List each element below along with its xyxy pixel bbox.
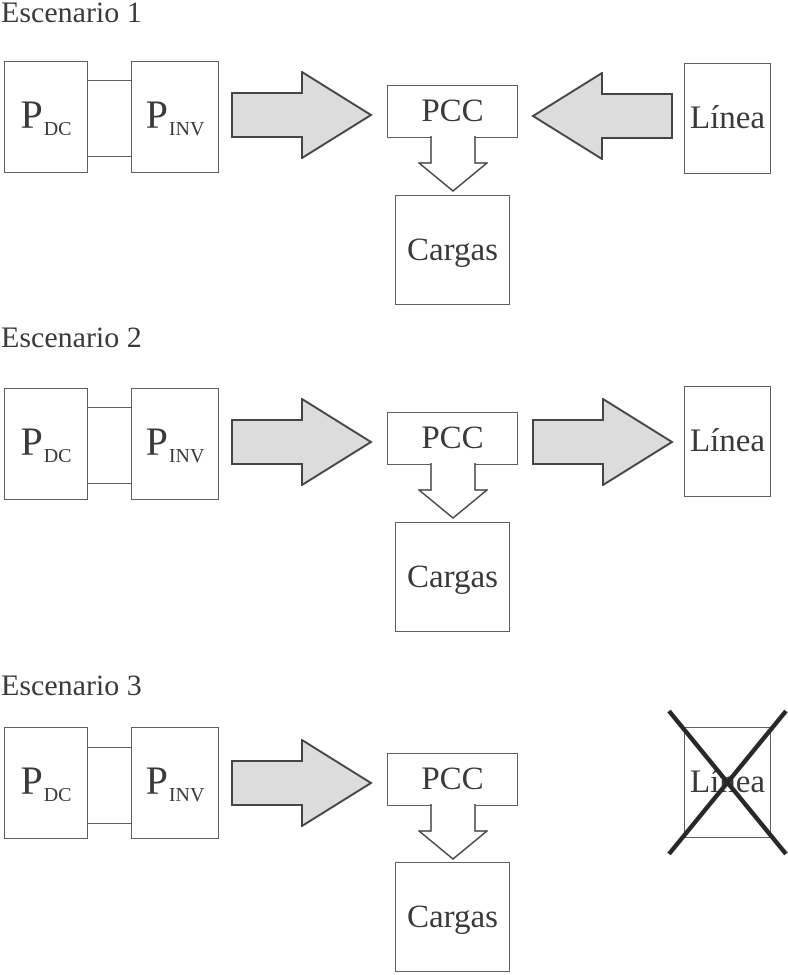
scenario-1-title: Escenario 1	[1, 0, 142, 29]
grid-to-pcc-arrow-icon	[531, 72, 673, 160]
loads-label: Cargas	[406, 898, 499, 935]
inverter-power-label: PINV	[145, 758, 205, 806]
loads-box: Cargas	[395, 195, 510, 305]
inverter-power-subscript: INV	[168, 445, 205, 467]
pcc-label: PCC	[421, 761, 484, 797]
inverter-power-subscript: INV	[168, 784, 205, 806]
inverter-to-pcc-arrow-icon	[231, 398, 373, 486]
inverter-power-label: PINV	[145, 92, 205, 140]
loads-box: Cargas	[395, 522, 510, 632]
pcc-to-loads-arrow-icon	[418, 463, 488, 519]
dc-power-label: PDC	[20, 758, 72, 806]
dc-power-subscript: DC	[43, 784, 72, 806]
loads-label: Cargas	[406, 231, 499, 268]
scenario-2-title: Escenario 2	[1, 321, 142, 354]
dc-power-label: PDC	[20, 419, 72, 467]
pcc-box: PCC	[387, 412, 518, 465]
dc-link-connector	[87, 747, 131, 824]
dc-power-box: PDC	[4, 727, 88, 839]
dc-link-connector	[87, 80, 131, 157]
pcc-label: PCC	[421, 93, 484, 129]
pcc-box: PCC	[387, 753, 518, 806]
dc-link-connector	[87, 407, 131, 484]
inverter-power-box: PINV	[131, 388, 219, 500]
grid-line-label: Línea	[689, 100, 766, 136]
inverter-to-pcc-arrow-icon	[231, 739, 373, 827]
loads-box: Cargas	[395, 862, 510, 972]
inverter-to-pcc-arrow-icon	[231, 71, 373, 159]
pcc-to-loads-arrow-icon	[418, 804, 488, 860]
dc-power-label: PDC	[20, 92, 72, 140]
grid-line-box: Línea	[684, 63, 771, 174]
pcc-to-grid-arrow-icon	[532, 398, 674, 486]
grid-line-label: Línea	[689, 423, 766, 459]
pcc-label: PCC	[421, 420, 484, 456]
inverter-power-box: PINV	[131, 727, 219, 839]
dc-power-box: PDC	[4, 388, 88, 500]
dc-power-subscript: DC	[43, 118, 72, 140]
dc-power-box: PDC	[4, 61, 88, 173]
loads-label: Cargas	[406, 558, 499, 595]
inverter-power-box: PINV	[131, 61, 219, 173]
inverter-power-subscript: INV	[168, 118, 205, 140]
inverter-power-label: PINV	[145, 419, 205, 467]
dc-power-subscript: DC	[43, 445, 72, 467]
grid-disconnected-cross-icon	[667, 709, 788, 856]
grid-line-box: Línea	[684, 386, 771, 497]
pcc-box: PCC	[387, 85, 518, 138]
pcc-to-loads-arrow-icon	[418, 136, 488, 192]
scenario-3-title: Escenario 3	[1, 669, 142, 702]
